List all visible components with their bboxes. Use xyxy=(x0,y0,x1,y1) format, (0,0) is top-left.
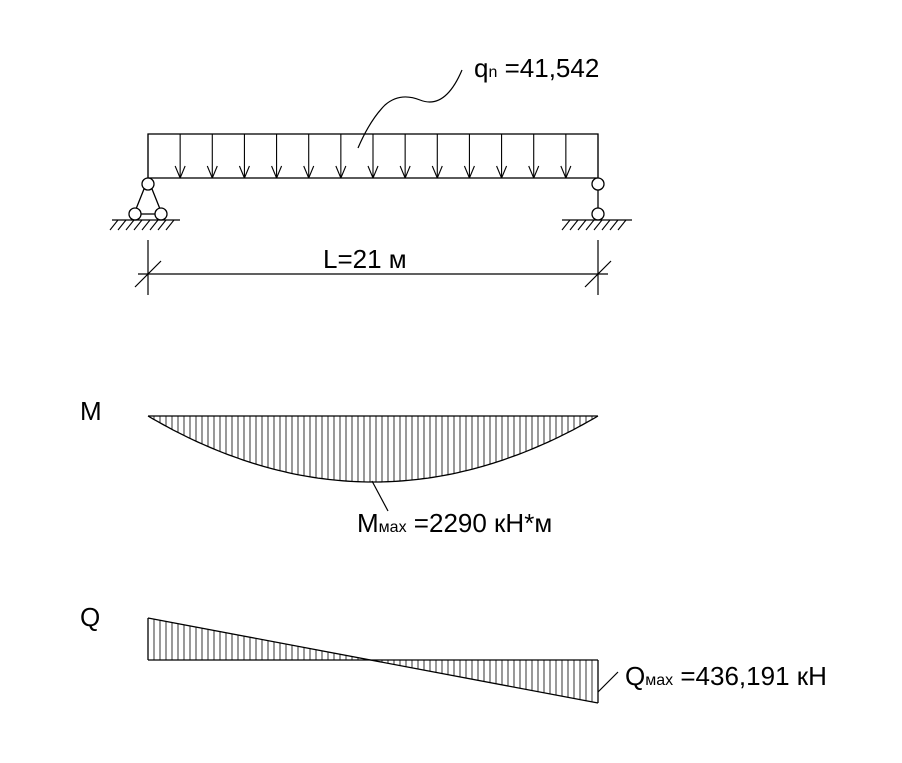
moment-curve xyxy=(147,415,599,483)
load-leader-line xyxy=(357,69,463,149)
load-arrow xyxy=(271,134,283,179)
left-ground-hatch xyxy=(109,219,175,231)
span-label: L=21 м xyxy=(323,244,407,274)
distributed-load xyxy=(147,133,599,179)
moment-axis-label: M xyxy=(80,396,102,426)
span-dimension xyxy=(134,240,612,295)
load-arrow xyxy=(528,134,540,179)
left-pinned-support xyxy=(109,177,180,231)
moment-leader-line xyxy=(371,480,389,512)
load-arrow xyxy=(303,134,315,179)
load-arrow xyxy=(335,134,347,179)
load-arrow xyxy=(431,134,443,179)
right-roller-support xyxy=(561,177,632,231)
shear-diagram xyxy=(147,617,599,704)
moment-max-label: Mмах =2290 кН*м xyxy=(357,508,552,538)
load-arrow xyxy=(399,134,411,179)
moment-hatch xyxy=(153,416,593,482)
shear-max-label: Qмах =436,191 кН xyxy=(625,661,827,691)
load-arrows xyxy=(147,134,599,179)
load-arrow xyxy=(206,134,218,179)
shear-leader-line xyxy=(597,671,619,693)
load-arrow xyxy=(367,134,379,179)
load-arrow xyxy=(496,134,508,179)
load-arrow xyxy=(174,134,186,179)
shear-axis-label: Q xyxy=(80,602,100,632)
load-label: qn =41,542 xyxy=(474,53,599,83)
load-arrow xyxy=(463,134,475,179)
load-arrow xyxy=(238,134,250,179)
right-ground-hatch xyxy=(561,219,627,231)
moment-diagram xyxy=(147,415,599,483)
load-arrow xyxy=(560,134,572,179)
